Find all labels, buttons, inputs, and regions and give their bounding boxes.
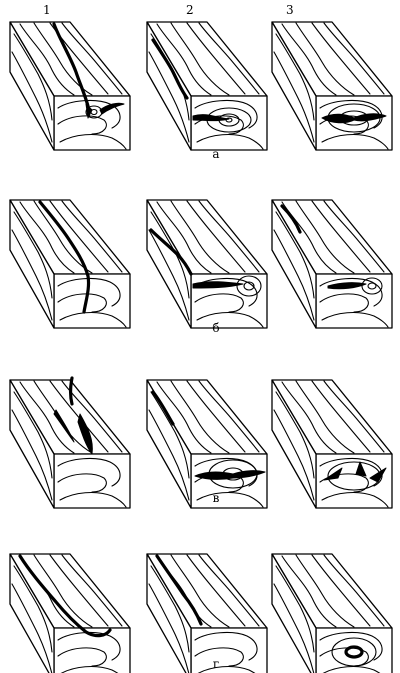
block-g3 — [271, 553, 393, 673]
block-a3 — [271, 21, 393, 151]
row-b-blocks — [9, 199, 393, 329]
block-g1 — [9, 553, 131, 673]
block-g2 — [146, 553, 268, 673]
row-a-blocks — [9, 21, 393, 151]
block-a2 — [146, 21, 268, 151]
column-number-1: 1 — [43, 3, 51, 17]
block-v3 — [271, 379, 393, 509]
column-number-2: 2 — [186, 3, 194, 17]
block-v1 — [9, 376, 131, 509]
block-v2 — [146, 379, 268, 509]
row-letter-g: г — [212, 657, 220, 671]
row-g-blocks — [9, 553, 393, 673]
block-b3 — [271, 199, 393, 329]
row-v-blocks — [9, 376, 393, 509]
block-b1 — [9, 199, 131, 329]
row-letter-a: а — [212, 147, 220, 161]
row-letter-b: б — [212, 321, 220, 335]
row-letter-v: в — [212, 491, 220, 505]
column-number-3: 3 — [286, 3, 294, 17]
block-b2 — [146, 199, 268, 329]
block-a1 — [9, 21, 131, 151]
